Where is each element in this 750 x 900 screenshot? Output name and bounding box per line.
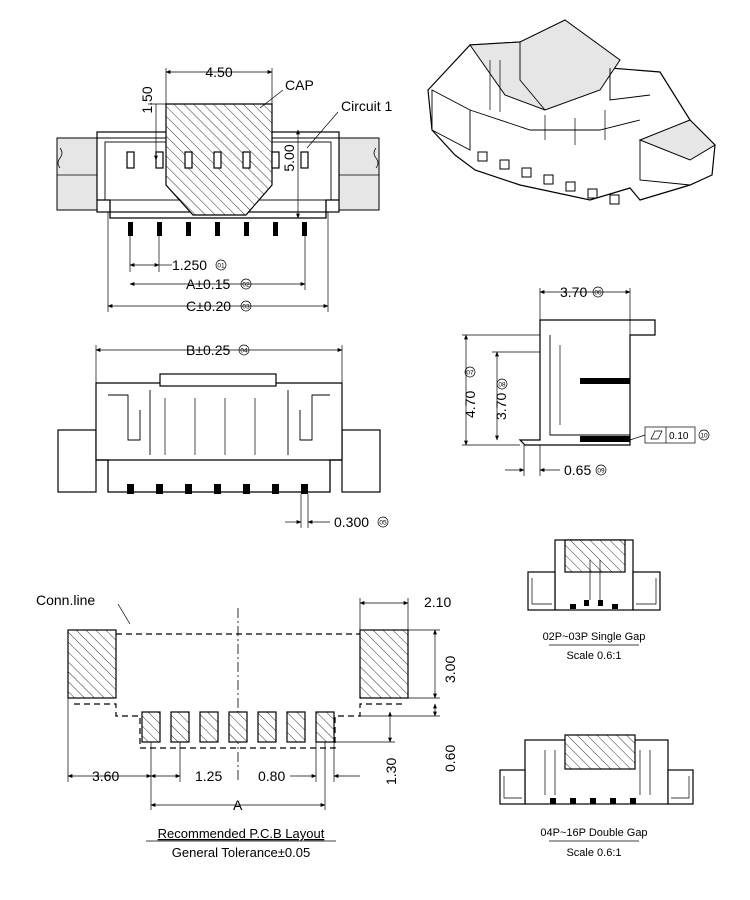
variant-single-gap: 02P~03P Single Gap Scale 0.6:1: [527, 539, 661, 662]
dim-edge: 3.60: [92, 768, 119, 784]
ref-09: 09: [597, 468, 605, 475]
pcb-layout: Conn.line 2.10 3.00 0.60 1.30 3.60 1.25 …: [36, 592, 458, 860]
ref-02: 02: [242, 282, 250, 289]
pcb-pads: [141, 711, 335, 743]
dim-cap-width: 4.50: [205, 64, 232, 80]
dim-side-height: 4.70: [462, 391, 478, 418]
ref-07: 07: [466, 370, 474, 377]
dim-c: C±0.20: [186, 298, 231, 314]
variant-single-scale: Scale 0.6:1: [566, 650, 621, 662]
label-cap: CAP: [285, 77, 314, 93]
variant-double-gap: 04P~16P Double Gap Scale 0.6:1: [499, 734, 694, 859]
top-contacts: [126, 151, 309, 236]
dim-pin: 0.300: [334, 514, 369, 530]
variant-single-title: 02P~03P Single Gap: [543, 631, 646, 643]
dim-pad-len: 1.30: [383, 758, 399, 785]
dim-tab-width: 2.10: [424, 594, 451, 610]
dim-foot: 0.65: [564, 462, 591, 478]
dim-height: 5.00: [281, 144, 297, 171]
ref-10: 10: [700, 433, 708, 440]
front-view: B±0.25 04 0.300 05: [57, 342, 389, 530]
label-circuit-1: Circuit 1: [341, 98, 393, 114]
dim-side-inner: 3.70: [493, 393, 509, 420]
dim-a-pcb: A: [233, 797, 243, 813]
dim-cap-offset: 1.50: [139, 86, 155, 113]
dim-tab-height: 3.00: [442, 656, 458, 683]
dim-pad-width: 0.80: [258, 768, 285, 784]
top-view: 4.50 1.50 CAP Circuit 1 5.00 1.250 01 A±…: [56, 64, 393, 314]
dim-pitch-pcb: 1.25: [195, 768, 222, 784]
dim-pitch: 1.250: [172, 257, 207, 273]
ref-06: 06: [594, 290, 602, 297]
dim-a: A±0.15: [186, 276, 230, 292]
iso-pins: [477, 151, 620, 205]
dim-pad-gap: 0.60: [442, 745, 458, 772]
variant-double-title: 04P~16P Double Gap: [540, 827, 647, 839]
dim-depth: 3.70: [560, 284, 587, 300]
front-pins: [127, 484, 308, 494]
ref-08: 08: [498, 382, 506, 389]
isometric-view: [427, 19, 716, 205]
ref-01: 01: [217, 263, 225, 270]
ref-05: 05: [379, 520, 387, 527]
dim-b: B±0.25: [186, 342, 230, 358]
label-conn-line: Conn.line: [36, 592, 95, 608]
pcb-tolerance: General Tolerance±0.05: [172, 845, 310, 860]
variant-double-scale: Scale 0.6:1: [566, 847, 621, 859]
flatness-value: 0.10: [669, 431, 689, 442]
side-view: 3.70 06 4.70 07 3.70 08 0.65 09 0.10 10: [462, 284, 710, 478]
ref-04: 04: [240, 348, 248, 355]
ref-03: 03: [242, 304, 250, 311]
pcb-title: Recommended P.C.B Layout: [158, 826, 325, 841]
